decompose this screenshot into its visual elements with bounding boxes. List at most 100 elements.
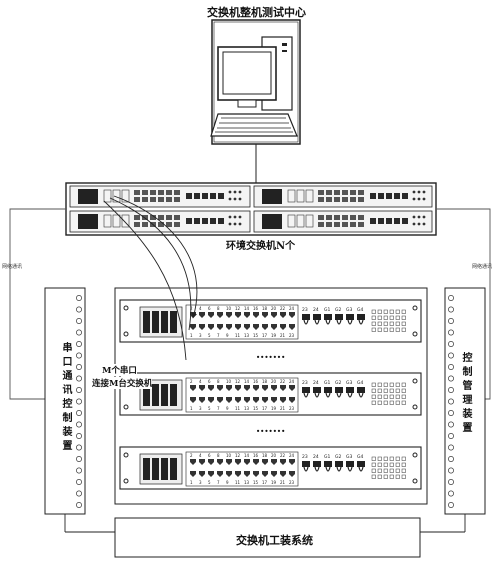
led <box>377 394 382 399</box>
port-number: 16 <box>253 379 259 384</box>
port <box>103 214 112 228</box>
port-bottom <box>235 471 241 477</box>
port-bottom <box>226 324 232 330</box>
port-number: 9 <box>226 406 229 411</box>
led <box>417 197 421 201</box>
rj45-port <box>326 215 332 220</box>
port-number: 17 <box>262 480 268 485</box>
port-bank <box>185 304 299 340</box>
led <box>389 327 394 332</box>
rj45-port <box>174 222 180 227</box>
sfp-port <box>402 193 408 199</box>
port-number: 22 <box>280 453 286 458</box>
sfp-port <box>313 314 321 320</box>
mount-hole <box>123 404 129 410</box>
serial-port <box>448 490 454 497</box>
led <box>371 462 376 467</box>
port-number: 8 <box>217 453 220 458</box>
serial-port <box>76 329 82 336</box>
mount-hole <box>123 478 129 484</box>
port-number: 9 <box>226 480 229 485</box>
led <box>377 400 382 405</box>
led <box>233 215 237 219</box>
led <box>371 327 376 332</box>
port-number: 22 <box>280 306 286 311</box>
sfp-port <box>218 193 224 199</box>
port <box>296 189 305 203</box>
port-bottom <box>253 324 259 330</box>
sfp-port <box>302 461 310 467</box>
serial-port <box>448 329 454 336</box>
net-comm-left-label: 网络通讯 <box>2 264 23 270</box>
rj45-port <box>342 222 348 227</box>
sfp-port <box>346 461 354 467</box>
led <box>412 197 416 201</box>
port-bottom <box>289 471 295 477</box>
console-block <box>78 189 98 204</box>
led <box>377 462 382 467</box>
sfp-port <box>324 314 332 320</box>
sfp-port <box>378 218 384 224</box>
port-top <box>271 459 277 465</box>
port-top <box>226 385 232 391</box>
serial-port <box>448 444 454 451</box>
sfp-port <box>210 193 216 199</box>
port-bottom <box>244 324 250 330</box>
rj45-port <box>142 197 148 202</box>
rj45-port <box>174 190 180 195</box>
mount-hole <box>123 331 129 337</box>
port-top <box>253 459 259 465</box>
led <box>383 394 388 399</box>
serial-port <box>448 318 454 324</box>
network-link-left <box>9 208 66 400</box>
sfp-label: 24 <box>313 307 319 313</box>
led <box>401 315 406 320</box>
port-bottom <box>280 324 286 330</box>
port-bottom <box>253 397 259 403</box>
rj45-port <box>150 197 156 202</box>
led <box>389 315 394 320</box>
port-number: 22 <box>280 379 286 384</box>
sfp-cable <box>325 319 331 325</box>
led <box>377 382 382 387</box>
rj45-port <box>326 222 332 227</box>
port-bottom <box>244 397 250 403</box>
serial-port <box>448 306 454 313</box>
port-number: 1 <box>190 480 193 485</box>
port-bank <box>185 451 299 487</box>
port-number: 3 <box>199 333 202 338</box>
led <box>228 215 232 219</box>
led <box>401 474 406 479</box>
led <box>233 190 237 194</box>
sfp-label: G2 <box>335 307 341 313</box>
serial-port <box>76 352 82 359</box>
port-bottom <box>235 324 241 330</box>
sfp-port <box>210 218 216 224</box>
sfp-cable <box>303 466 309 472</box>
serial-port <box>448 352 454 359</box>
port-bottom <box>262 471 268 477</box>
sfp-label: G1 <box>324 380 330 386</box>
led <box>389 388 394 393</box>
port-number: 11 <box>235 333 241 338</box>
led <box>238 215 242 219</box>
port-number: 5 <box>208 406 211 411</box>
port-number: 3 <box>199 480 202 485</box>
port-top <box>271 312 277 318</box>
fixture-system-label: 交换机工装系统 <box>236 534 313 547</box>
sfp-label: G3 <box>346 380 352 386</box>
serial-port <box>76 467 82 474</box>
sfp-port <box>335 314 343 320</box>
control-management-label: 控制管理装置 <box>460 352 471 436</box>
led <box>401 321 406 326</box>
serial-port <box>448 456 454 462</box>
led <box>401 400 406 405</box>
port <box>305 214 314 228</box>
led <box>422 197 426 201</box>
serial-control-label: 串口通讯控制装置 <box>60 342 71 454</box>
port-number: 7 <box>217 406 220 411</box>
